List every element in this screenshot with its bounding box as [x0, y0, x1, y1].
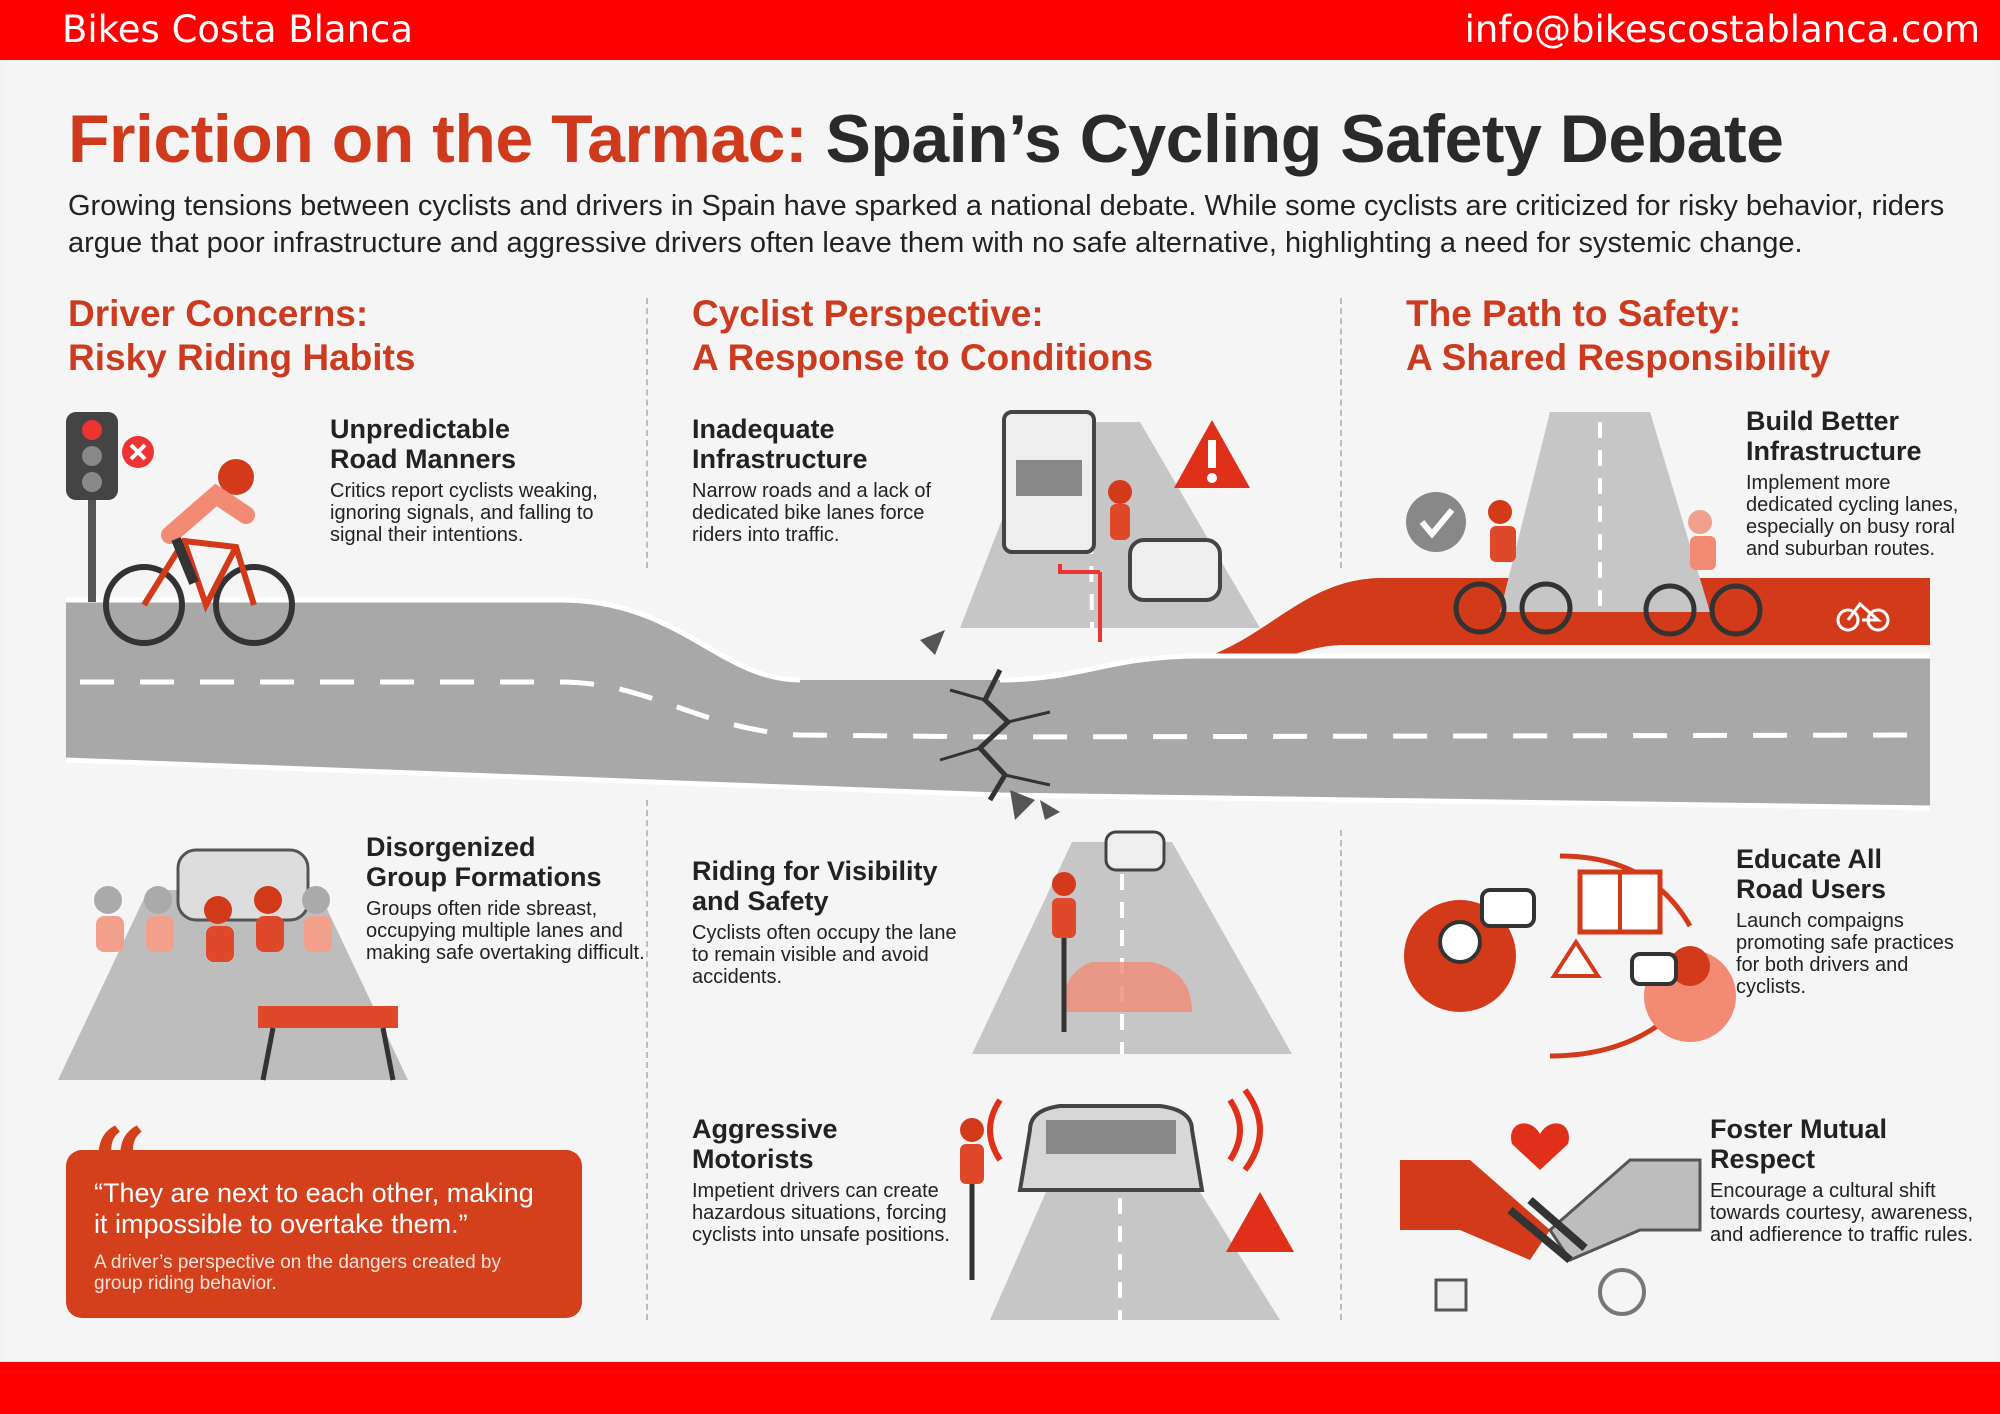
contact-email[interactable]: info@bikescostablanca.com	[1464, 8, 1980, 51]
column-divider	[1340, 298, 1342, 568]
warning-icon	[1174, 420, 1250, 488]
driver-quote-card: “ “They are next to each other, making i…	[66, 1116, 582, 1318]
quote-mark-icon: “	[92, 1107, 148, 1220]
column-heading-driver: Driver Concerns: Risky Riding Habits	[68, 293, 416, 378]
top-banner: Bikes Costa Blanca info@bikescostablanca…	[0, 0, 2000, 60]
title-main: Spain’s Cycling Safety Debate	[825, 101, 1784, 177]
column-divider	[646, 298, 648, 568]
column-heading-safety: The Path to Safety: A Shared Responsibil…	[1406, 293, 1831, 378]
intro-paragraph: Growing tensions between cyclists and dr…	[68, 190, 1945, 259]
handshake-icon	[1400, 1123, 1702, 1316]
column-heading-cyclist: Cyclist Perspective: A Response to Condi…	[692, 293, 1154, 378]
column-divider	[1340, 830, 1342, 1320]
truck-road-illustration	[960, 410, 1260, 642]
traffic-light-icon	[66, 412, 154, 602]
cyclist-icon	[103, 459, 295, 646]
bike-lane-illustration	[1406, 412, 1890, 637]
bottom-banner	[0, 1362, 2000, 1414]
group-riders-icon	[58, 848, 408, 1081]
brand-name: Bikes Costa Blanca	[62, 8, 414, 51]
title-highlight: Friction on the Tarmac:	[68, 101, 808, 177]
car-icon	[960, 1088, 1294, 1320]
visibility-road-illustration	[972, 830, 1292, 1054]
page-title: Friction on the Tarmac: Spain’s Cycling …	[68, 100, 1784, 178]
quote-text: “They are next to each other, making it …	[94, 1178, 534, 1239]
quote-caption: A driver’s perspective on the dangers cr…	[94, 1252, 501, 1294]
column-divider	[646, 800, 648, 1320]
education-cycle-illustration	[1404, 853, 1736, 1059]
